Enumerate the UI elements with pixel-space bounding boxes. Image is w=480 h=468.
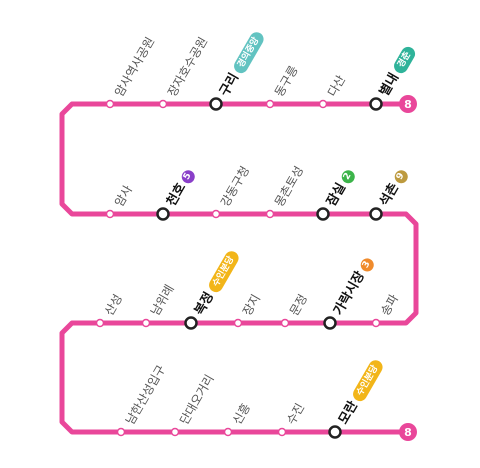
transfer-station-marker[interactable] — [369, 207, 383, 221]
transfer-station-marker[interactable] — [328, 425, 342, 439]
station-marker[interactable] — [116, 427, 126, 437]
station-marker[interactable] — [318, 99, 328, 109]
station-marker[interactable] — [280, 318, 290, 328]
station-marker[interactable] — [265, 209, 275, 219]
station-marker[interactable] — [211, 209, 221, 219]
transfer-station-marker[interactable] — [209, 97, 223, 111]
station-marker[interactable] — [170, 427, 180, 437]
line-number-endcap: 8 — [399, 423, 417, 441]
station-marker[interactable] — [277, 427, 287, 437]
transfer-station-marker[interactable] — [156, 207, 170, 221]
station-marker[interactable] — [371, 318, 381, 328]
station-marker[interactable] — [141, 318, 151, 328]
station-marker[interactable] — [158, 99, 168, 109]
station-marker[interactable] — [223, 427, 233, 437]
station-marker[interactable] — [105, 209, 115, 219]
transfer-station-marker[interactable] — [184, 316, 198, 330]
transfer-station-marker[interactable] — [369, 97, 383, 111]
station-marker[interactable] — [233, 318, 243, 328]
station-marker[interactable] — [95, 318, 105, 328]
line-track — [59, 101, 419, 435]
station-marker[interactable] — [265, 99, 275, 109]
transfer-station-marker[interactable] — [316, 207, 330, 221]
transfer-station-marker[interactable] — [323, 316, 337, 330]
line-number-endcap: 8 — [399, 95, 417, 113]
station-marker[interactable] — [105, 99, 115, 109]
